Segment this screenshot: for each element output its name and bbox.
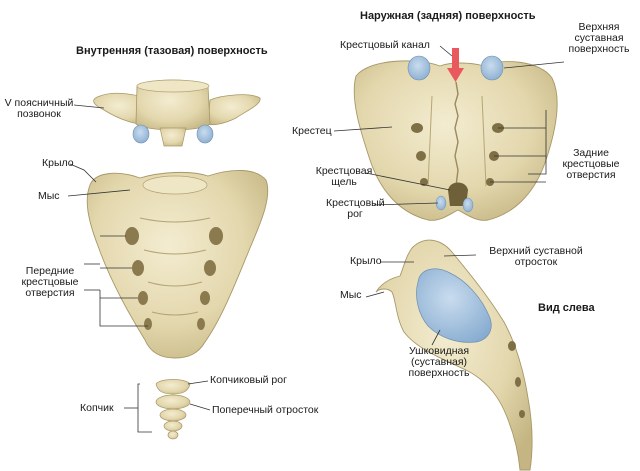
label-promontory-lateral: Мыс [340, 289, 362, 301]
leader-lines [67, 45, 565, 433]
l5-vertebra [93, 79, 261, 147]
sacrum-anterior [86, 169, 269, 359]
label-upper-articular-surface: Верхняя суставная поверхность [568, 21, 630, 55]
label-coccyx: Копчик [80, 402, 114, 414]
label-sacral-canal: Крестцовый канал [340, 39, 430, 51]
sacral-canal-arrow [447, 48, 464, 82]
sacrum-lateral [375, 239, 533, 471]
heading-inner-surface: Внутренняя (тазовая) поверхность [76, 45, 268, 57]
label-posterior-foramina: Задние крестцовые отверстия [562, 147, 620, 181]
label-coccygeal-horn: Копчиковый рог [210, 374, 287, 386]
label-wing-lateral: Крыло [350, 255, 382, 267]
label-l5-vertebra: V поясничный позвонок [4, 97, 74, 120]
label-auricular-surface: Ушковидная (суставная) поверхность [408, 345, 470, 379]
label-anterior-foramina: Передние крестцовые отверстия [21, 265, 79, 299]
label-sacrum: Крестец [292, 125, 332, 137]
coccyx-bone [155, 379, 191, 440]
label-transverse-process: Поперечный отросток [212, 404, 319, 416]
label-upper-articular-process: Верхний суставной отросток [489, 245, 583, 268]
label-sacral-hiatus: Крестцовая щель [315, 165, 373, 188]
label-sacral-horn: Крестцовый рог [326, 197, 385, 220]
heading-outer-surface: Наружная (задняя) поверхность [360, 10, 536, 22]
label-promontory-anterior: Мыс [38, 190, 60, 202]
label-wing-anterior: Крыло [42, 157, 74, 169]
heading-side-view: Вид слева [538, 302, 595, 314]
sacrum-posterior [353, 55, 558, 221]
